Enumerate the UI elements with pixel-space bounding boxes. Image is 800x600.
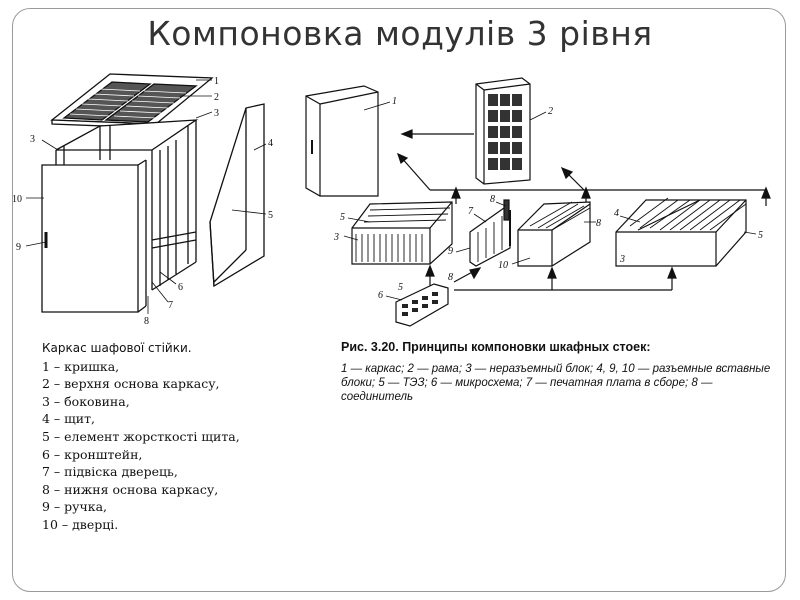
right-callout: 2	[548, 106, 553, 117]
left-callout: 3	[214, 108, 219, 119]
right-callout: 3	[619, 254, 625, 265]
left-callout: 3	[30, 134, 35, 145]
right-callout: 5	[340, 212, 345, 223]
legend-item: 2 – верхня основа каркасу,	[42, 376, 220, 392]
right-callout: 7	[468, 206, 474, 217]
right-callout: 8	[490, 194, 495, 205]
legend-item: 10 – дверці.	[42, 516, 119, 532]
legend-item: 1 – кришка,	[42, 358, 120, 374]
left-callout: 7	[168, 300, 173, 311]
right-callout: 3	[333, 232, 339, 243]
right-callout-numbers: 1 2 5 3 7 8 9 10 8 4 3 5 6 5 8	[333, 96, 763, 301]
right-callout: 8	[448, 272, 453, 283]
right-callout: 8	[596, 218, 601, 229]
left-callout-numbers: 1 2 3 3 4 10 5 9 6 7 8	[12, 76, 273, 327]
left-callout: 6	[178, 282, 183, 293]
left-callout: 9	[16, 242, 21, 253]
figure-caption: Рис. 3.20. Принципы компоновки шкафных с…	[341, 340, 771, 404]
left-callout: 5	[268, 210, 273, 221]
cabinet-legend: Каркас шафової стійки. 1 – кришка, 2 – в…	[42, 340, 302, 534]
cabinet-frame-drawing	[41, 73, 265, 313]
legend-item: 4 – щит,	[42, 411, 95, 427]
figure-heading: Рис. 3.20. Принципы компоновки шкафных с…	[341, 340, 651, 354]
legend-item: 6 – кронштейн,	[42, 446, 143, 462]
legend-item: 9 – ручка,	[42, 499, 108, 515]
right-callout-leaders	[343, 101, 757, 301]
layout-principles-drawing	[305, 77, 771, 327]
right-callout: 9	[448, 246, 453, 257]
left-callout: 2	[214, 92, 219, 103]
right-callout: 6	[378, 290, 383, 301]
left-callout: 1	[214, 76, 219, 87]
right-callout: 1	[392, 96, 397, 107]
left-callout-leaders	[25, 79, 267, 314]
left-callout: 8	[144, 316, 149, 327]
legend-item: 7 – підвіска дверець,	[42, 464, 178, 480]
right-callout: 4	[614, 208, 619, 219]
right-callout: 5	[398, 282, 403, 293]
figure-description: 1 — каркас; 2 — рама; 3 — неразъемный бл…	[341, 363, 771, 403]
slide-title: Компоновка модулів 3 рівня	[147, 14, 653, 53]
legend-item: 3 – боковина,	[42, 393, 130, 409]
left-callout: 10	[12, 194, 22, 205]
right-callout: 5	[758, 230, 763, 241]
left-callout: 4	[268, 138, 273, 149]
legend-item: 5 – елемент жорсткості щита,	[42, 428, 240, 444]
legend-item: 8 – нижня основа каркасу,	[42, 481, 219, 497]
right-callout: 10	[498, 260, 508, 271]
legend-caption: Каркас шафової стійки.	[42, 341, 192, 355]
